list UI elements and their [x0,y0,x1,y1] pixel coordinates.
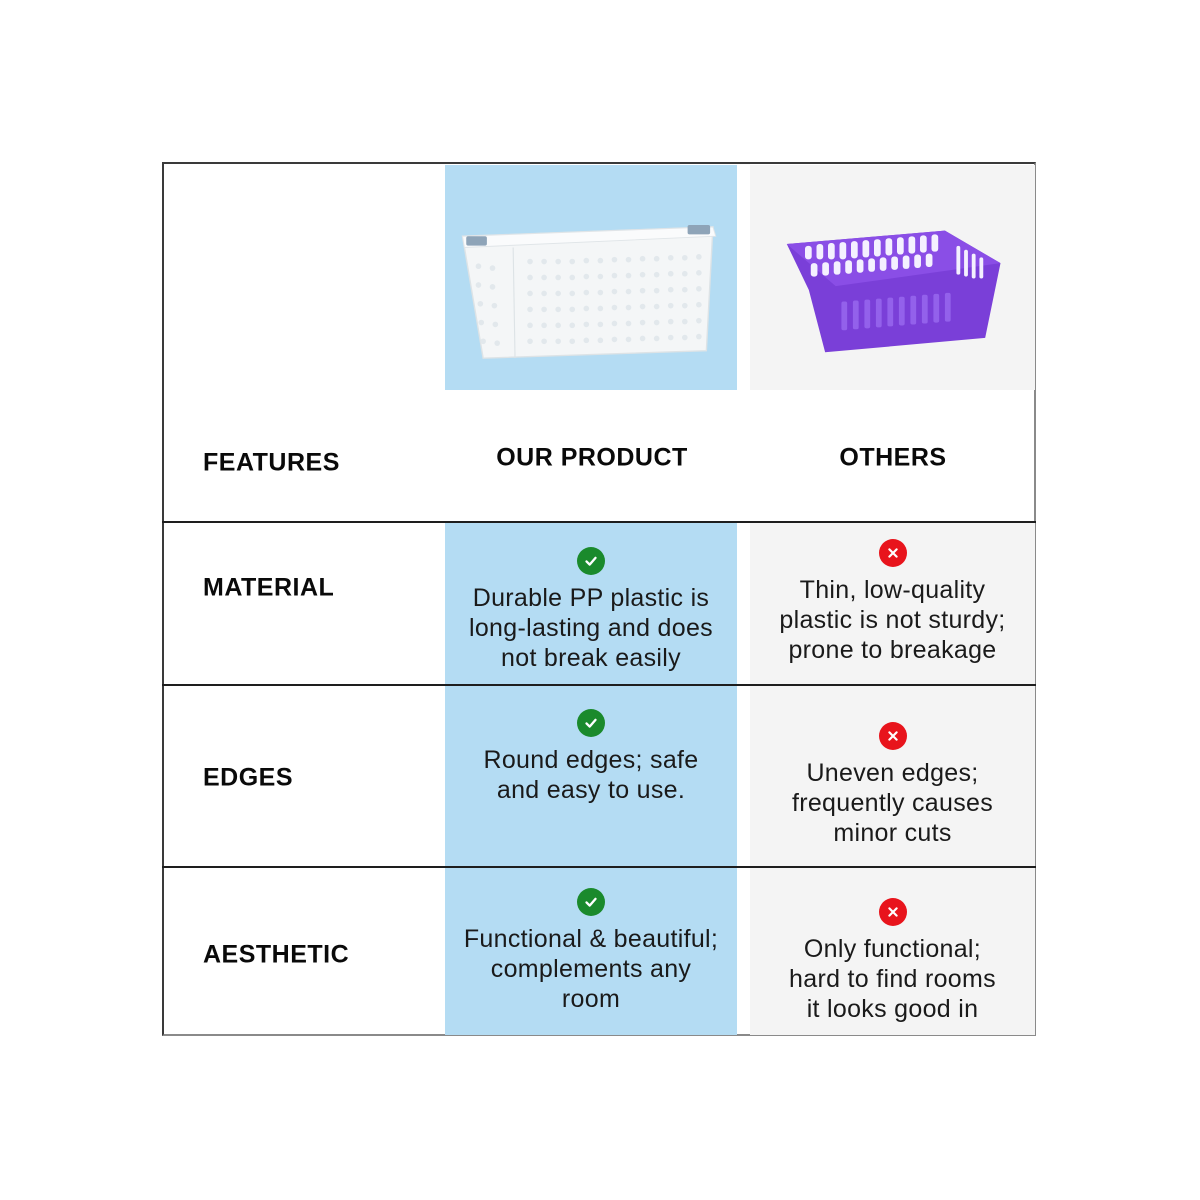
our-product-text-edges: Round edges; safe and easy to use. [483,746,699,804]
white-basket-image [461,224,717,359]
feature-label-material: MATERIAL [203,573,335,602]
row-divider [162,684,1036,686]
comparison-table [162,162,1036,1036]
others-text-material: Thin, low-quality plastic is not sturdy;… [779,576,1006,664]
purple-basket-image [786,230,1001,353]
cross-icon [878,722,907,750]
check-icon [577,547,605,575]
our-product-cell-edges: Round edges; safe and easy to use. [445,709,737,805]
features-column-header: FEATURES [203,448,340,477]
others-text-edges: Uneven edges; frequently causes minor cu… [791,759,994,847]
row-divider [162,866,1036,868]
others-cell-aesthetic: Only functional; hard to find rooms it l… [750,898,1035,1024]
our-product-column-bg [445,523,737,1035]
our-product-text-material: Durable PP plastic is long-lasting and d… [469,584,713,672]
our-product-cell-material: Durable PP plastic is long-lasting and d… [445,547,737,673]
check-icon [577,888,605,916]
our-product-column-header: OUR PRODUCT [496,443,688,472]
feature-label-aesthetic: AESTHETIC [203,940,350,969]
check-icon [577,709,605,737]
our-product-text-aesthetic: Functional & beautiful; complements any … [463,925,719,1013]
others-image-panel [750,165,1035,390]
others-cell-material: Thin, low-quality plastic is not sturdy;… [750,539,1035,665]
others-column-header: OTHERS [839,443,947,472]
row-divider [162,521,1036,523]
our-product-cell-aesthetic: Functional & beautiful; complements any … [445,888,737,1014]
cross-icon [878,539,907,567]
others-column-bg [750,523,1035,1035]
others-cell-edges: Uneven edges; frequently causes minor cu… [750,722,1035,848]
others-text-aesthetic: Only functional; hard to find rooms it l… [789,935,996,1023]
our-product-image-panel [445,165,737,390]
feature-label-edges: EDGES [203,763,294,792]
cross-icon [878,898,907,926]
